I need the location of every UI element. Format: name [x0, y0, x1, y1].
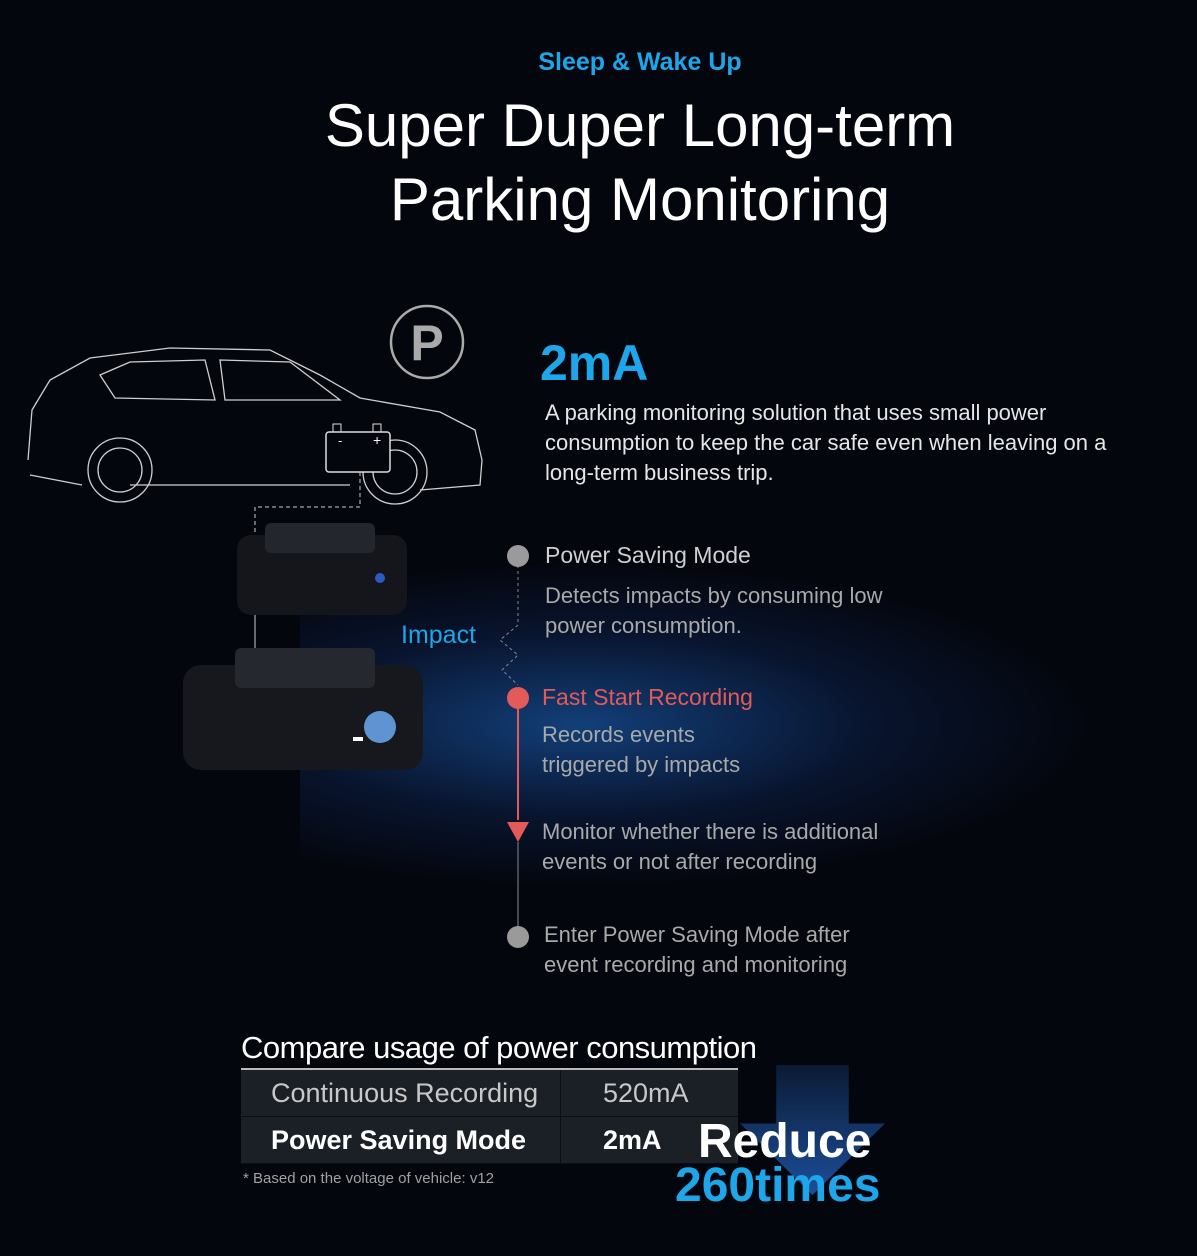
svg-text:-: -: [338, 433, 342, 448]
timeline-dot-fast-start: [507, 687, 529, 709]
highlight-description: A parking monitoring solution that uses …: [545, 400, 1107, 485]
car-outline-illustration: P - +: [27, 304, 483, 620]
section-kicker: Sleep & Wake Up: [538, 48, 742, 76]
camera-light-glow: [300, 560, 1100, 890]
parking-sign-icon: [389, 304, 465, 380]
dashcam-sleeping-icon: [237, 523, 407, 615]
dashcam-recording-icon: [183, 648, 423, 770]
timeline-title: Fast Start Recording: [542, 684, 753, 710]
footnote: * Based on the voltage of vehicle: v12: [243, 1170, 495, 1187]
timeline-dot-return: [507, 926, 529, 948]
parking-sign-letter: P: [410, 315, 443, 371]
timeline-title: Power Saving Mode: [545, 542, 751, 568]
compare-title: Compare usage of power consumption: [241, 1030, 757, 1065]
battery-icon: - +: [325, 423, 391, 473]
impact-label: Impact: [401, 621, 477, 649]
page-title-line2: Parking Monitoring: [389, 166, 891, 233]
timeline-dot-power-saving: [507, 545, 529, 567]
svg-text:+: +: [373, 432, 381, 448]
arrow-down-icon: [507, 822, 529, 842]
timeline-track: [499, 565, 529, 935]
current-value: 2mA: [540, 335, 649, 391]
reduce-factor: 260times: [675, 1159, 881, 1212]
dashcam-illustrations: [183, 523, 423, 770]
reduce-label: Reduce: [698, 1115, 872, 1168]
page-title-line1: Super Duper Long-term: [324, 92, 956, 159]
